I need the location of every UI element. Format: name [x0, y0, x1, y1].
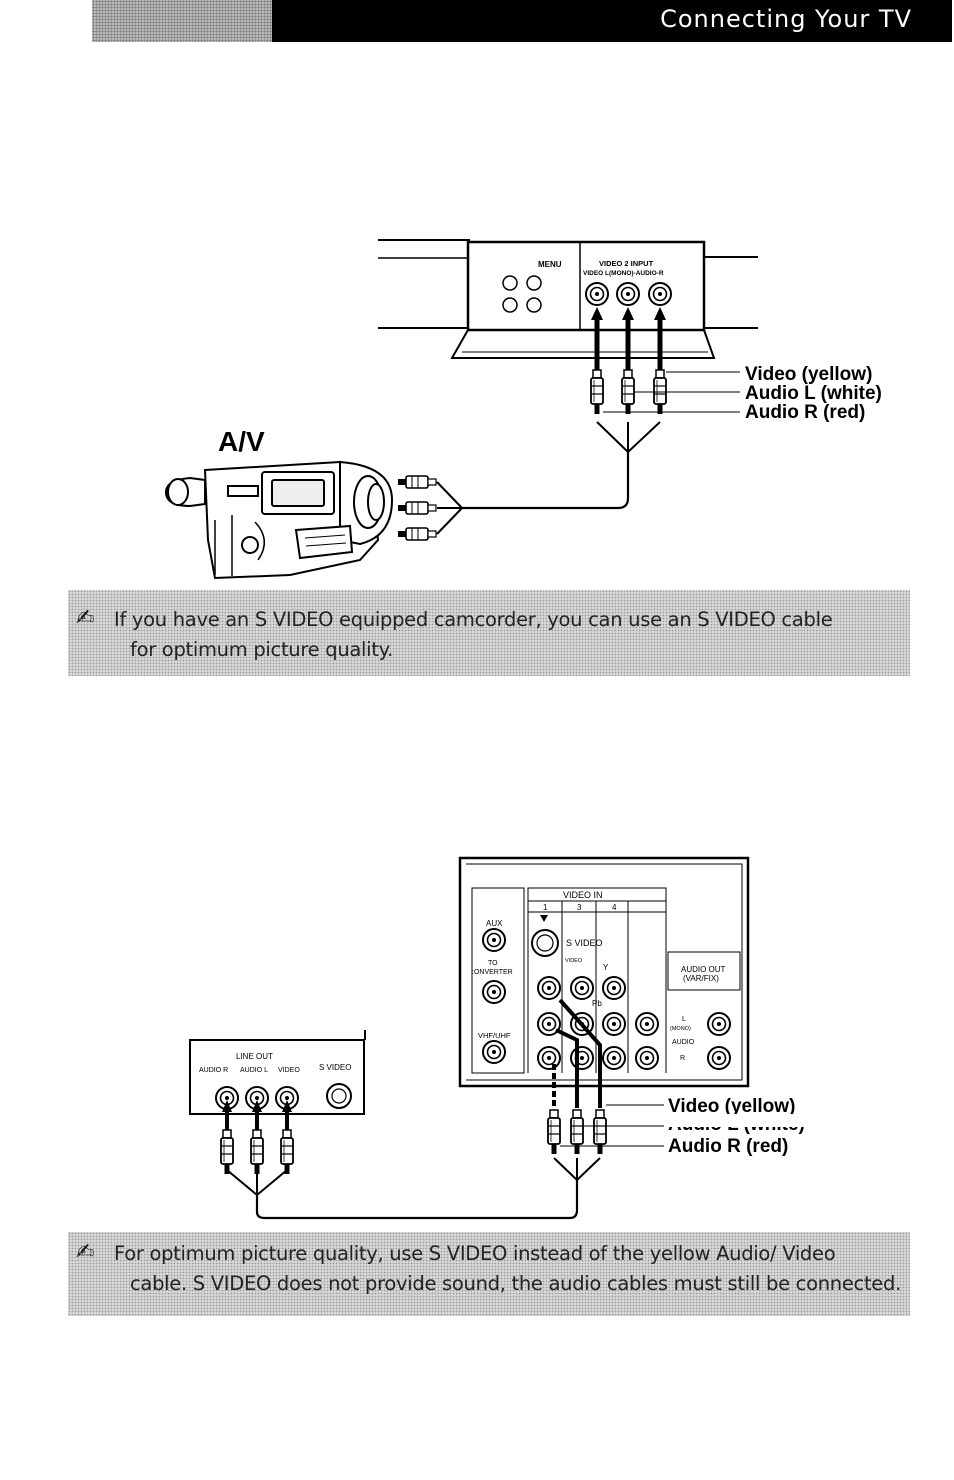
r-label: R — [680, 1055, 685, 1062]
note2-line-1: For optimum picture quality, use S VIDEO… — [114, 1242, 836, 1265]
aux-jack[interactable] — [482, 928, 506, 952]
menu-adjust-button[interactable] — [526, 297, 542, 313]
cable-set-1 — [436, 307, 666, 535]
tv-front-panel: MENU VIDEO 2 INPUT VIDEO L(MONO)-AUDIO-R — [378, 239, 758, 359]
video-in-label: VIDEO IN — [563, 890, 603, 900]
page-title: Connecting Your TV — [660, 5, 912, 33]
input3-video-jack[interactable] — [570, 976, 594, 1000]
input4-y-jack[interactable] — [602, 976, 626, 1000]
video-small-label: VIDEO — [565, 958, 583, 964]
to-converter-label-1: TO — [488, 960, 498, 967]
plug-video-yellow — [590, 369, 604, 415]
audio-out-l-jack[interactable] — [707, 1012, 731, 1036]
tip-note-2: ✍ For optimum picture quality, use S VID… — [68, 1232, 910, 1316]
note1-line-1: If you have an S VIDEO equipped camcorde… — [114, 608, 833, 631]
input1-audio-r-jack[interactable] — [537, 1046, 561, 1070]
video2-input-title: VIDEO 2 INPUT — [599, 259, 654, 268]
plug-audio-l-white — [621, 369, 635, 415]
audio-out-label-1: AUDIO OUT — [681, 965, 726, 974]
source-plug-video — [280, 1129, 294, 1175]
input4-pb-jack[interactable] — [602, 1012, 626, 1036]
camcorder-plug-1 — [397, 475, 437, 489]
input4-pr-jack[interactable] — [602, 1046, 626, 1070]
header-bar: Connecting Your TV — [272, 0, 952, 42]
converter-jack[interactable] — [482, 980, 506, 1004]
menu-label: MENU — [538, 260, 562, 269]
video2-input-subtitle: VIDEO L(MONO)-AUDIO-R — [583, 270, 664, 277]
input3-audio-r-jack[interactable] — [570, 1046, 594, 1070]
line-out-video-label: VIDEO — [278, 1067, 300, 1074]
video2-audio-l-jack[interactable] — [616, 282, 640, 306]
audio-out-r-jack[interactable] — [707, 1046, 731, 1070]
cable2-label-video: Video (yellow) — [668, 1096, 795, 1117]
line-out-label: LINE OUT — [236, 1052, 273, 1061]
pencil-note-icon: ✍ — [76, 1240, 95, 1265]
tv-plug-video — [593, 1109, 607, 1155]
note2-line-2: cable. S VIDEO does not provide sound, t… — [130, 1272, 901, 1295]
aux-label: AUX — [486, 919, 503, 928]
tv-plug-audio-l — [570, 1109, 584, 1155]
cable-label-audio-l: Audio L (white) — [745, 383, 882, 404]
line-out-audio-l-label: AUDIO L — [240, 1067, 268, 1074]
vhf-uhf-jack[interactable] — [482, 1040, 506, 1064]
video2-audio-r-jack[interactable] — [648, 282, 672, 306]
to-converter-label-2: :ONVERTER — [472, 969, 513, 976]
input-number-3: 3 — [577, 903, 582, 912]
header-shade — [92, 0, 272, 42]
cable2-label-audio-r: Audio R (red) — [668, 1136, 788, 1157]
menu-down-button[interactable] — [502, 297, 518, 313]
input4-audio-r-jack[interactable] — [635, 1046, 659, 1070]
input4-audio-l-jack[interactable] — [635, 1012, 659, 1036]
camcorder-plug-3 — [397, 527, 437, 541]
input1-video-jack[interactable] — [537, 976, 561, 1000]
note1-line-2: for optimum picture quality. — [130, 638, 393, 661]
audio-label: AUDIO — [672, 1039, 695, 1046]
input-number-1: 1 — [543, 903, 548, 912]
cable-label-video: Video (yellow) — [745, 364, 872, 385]
mono-label: (MONO) — [670, 1026, 691, 1032]
audio-out-label-2: (VAR/FIX) — [683, 974, 719, 983]
source-plug-audio-l — [250, 1129, 264, 1175]
tv-rear-panel: VIDEO IN 1 3 4 AUX TO :ONVERTER VHF/UHF … — [458, 856, 750, 1088]
line-out-svideo-label: S VIDEO — [319, 1063, 351, 1072]
pb-label: Pb — [592, 999, 602, 1008]
y-label: Y — [603, 963, 609, 972]
cable-set-2 — [222, 998, 602, 1220]
l-label: L — [682, 1016, 686, 1023]
vhf-uhf-label: VHF/UHF — [478, 1031, 511, 1040]
cable-label-audio-r: Audio R (red) — [745, 402, 865, 423]
camcorder-icon — [164, 460, 394, 580]
source-plug-audio-r — [220, 1129, 234, 1175]
line-out-audio-r-label: AUDIO R — [199, 1067, 228, 1074]
camcorder-plug-2 — [397, 501, 437, 515]
tv-plug-audio-r — [547, 1109, 561, 1155]
input-number-4: 4 — [612, 903, 617, 912]
camcorder-label: A/V — [218, 426, 265, 457]
tip-note-1: ✍ If you have an S VIDEO equipped camcor… — [68, 590, 910, 676]
svideo-label: S VIDEO — [566, 938, 603, 948]
video2-video-jack[interactable] — [585, 282, 609, 306]
source-line-out-panel: LINE OUT AUDIO R AUDIO L VIDEO S VIDEO — [189, 1030, 366, 1115]
menu-button[interactable] — [526, 275, 542, 291]
audio-l-label-mask — [665, 1114, 825, 1127]
pencil-note-icon: ✍ — [76, 606, 95, 631]
menu-up-button[interactable] — [502, 275, 518, 291]
